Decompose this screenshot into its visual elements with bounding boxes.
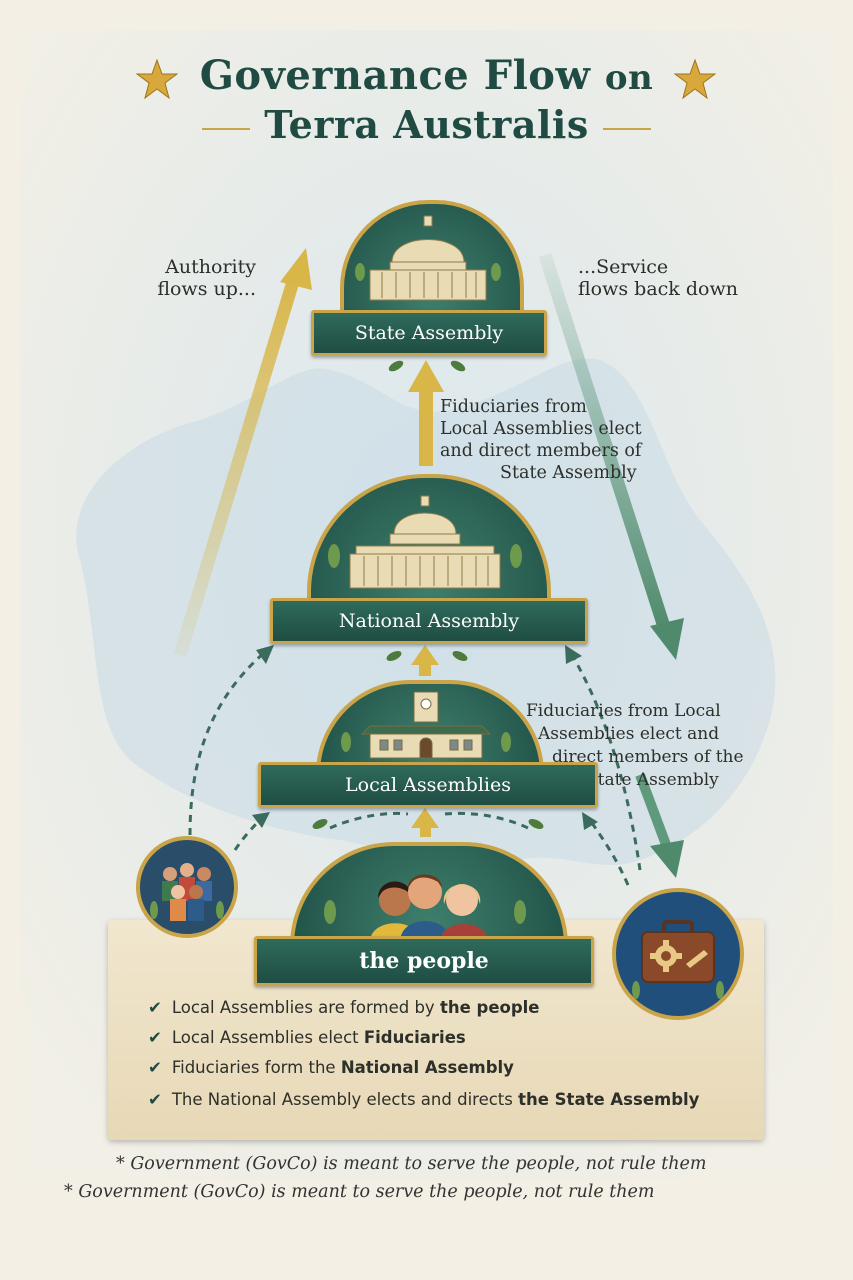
service-down-arrowhead-lower xyxy=(650,840,684,878)
page-title-line2: Terra Australis xyxy=(0,102,853,147)
center-up-arrow-2 xyxy=(419,662,431,676)
star-icon xyxy=(136,58,178,100)
footnote: * Government (GovCo) is meant to serve t… xyxy=(64,1182,655,1202)
dashed-flow-left-upper xyxy=(188,650,266,836)
state-assembly-banner: State Assembly xyxy=(292,310,566,357)
star-icon xyxy=(674,58,716,100)
town-hall-icon xyxy=(341,691,511,759)
list-item: ✔Local Assemblies are formed by the peop… xyxy=(148,998,540,1017)
state-assembly-label: State Assembly xyxy=(354,322,504,344)
title-rule-right xyxy=(602,127,651,130)
citizens-medallion xyxy=(136,836,238,938)
checkmark-icon: ✔ xyxy=(148,1028,162,1047)
capitol-dome-icon xyxy=(355,215,501,301)
national-assembly-banner: National Assembly xyxy=(251,598,607,645)
authority-up-arrowhead xyxy=(280,248,312,290)
people-icon xyxy=(324,874,526,942)
list-item: ✔Fiduciaries form the National Assembly xyxy=(148,1058,514,1077)
annotation-upper: Fiduciaries from Local Assemblies elect … xyxy=(440,397,642,483)
capitol-dome-icon xyxy=(328,495,522,589)
service-down-arrowhead xyxy=(650,618,684,660)
authority-up-arrow xyxy=(173,273,302,657)
services-medallion xyxy=(612,888,744,1020)
checkmark-icon: ✔ xyxy=(148,1058,162,1077)
title-rule-left xyxy=(202,127,251,130)
people-banner: the people xyxy=(235,936,613,987)
people-label: the people xyxy=(359,948,489,974)
briefcase-gear-icon xyxy=(632,920,724,999)
list-item: ✔The National Assembly elects and direct… xyxy=(148,1090,700,1109)
center-up-arrow-1 xyxy=(419,388,433,466)
laurel-icon xyxy=(312,360,544,829)
list-item: ✔Local Assemblies elect Fiduciaries xyxy=(148,1028,466,1047)
service-down-arrow xyxy=(538,253,672,632)
checkmark-icon: ✔ xyxy=(148,998,162,1017)
page-title: Governance Flow on xyxy=(199,52,654,99)
dashed-flow-right-upper xyxy=(570,654,642,871)
footnote: * Government (GovCo) is meant to serve t… xyxy=(116,1154,707,1174)
annotation-lower: Fiduciaries from Local Assemblies elect … xyxy=(526,701,744,790)
center-up-arrow-3 xyxy=(420,825,431,837)
service-down-arrow-lower xyxy=(635,773,673,852)
local-assemblies-label: Local Assemblies xyxy=(345,774,511,796)
local-assemblies-banner: Local Assemblies xyxy=(239,762,617,809)
people-icon xyxy=(150,863,224,921)
checkmark-icon: ✔ xyxy=(148,1090,162,1109)
national-assembly-label: National Assembly xyxy=(338,610,520,632)
